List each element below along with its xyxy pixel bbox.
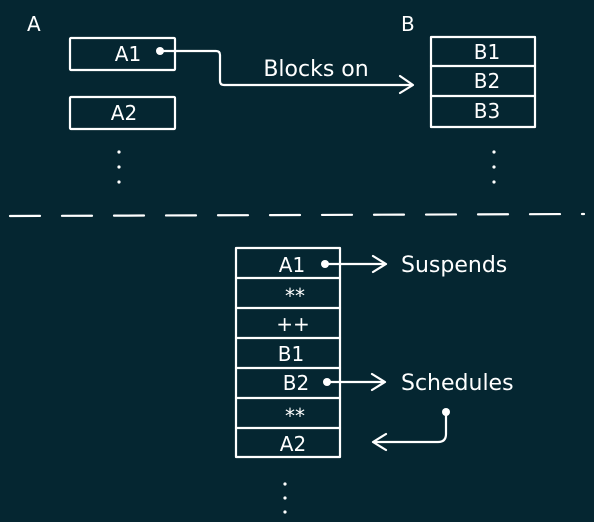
schedule-cell-1: A1 (279, 253, 305, 277)
return-arrow (371, 408, 450, 452)
schedule-cell-6: ** (285, 404, 305, 428)
b3-block-label: B3 (474, 99, 500, 123)
column-a-ellipsis (117, 150, 121, 184)
suspends-label: Suspends (401, 253, 507, 278)
schedule-cell-4: B1 (278, 342, 304, 366)
section-divider (8, 212, 586, 218)
a2-block-label: A2 (111, 101, 137, 125)
a1-block (68, 36, 177, 72)
blocks-on-label: Blocks on (263, 57, 368, 82)
blocks-on-arrow (156, 47, 415, 95)
suspends-arrow (321, 254, 388, 274)
schedules-label: Schedules (401, 371, 514, 396)
b2-block-label: B2 (474, 69, 500, 93)
column-a-label: A (27, 12, 41, 36)
schedule-cell-2: ** (285, 284, 305, 308)
b1-block-label: B1 (474, 40, 500, 64)
b-stack (429, 35, 537, 129)
a1-block-label: A1 (115, 42, 141, 66)
schedule-cell-7: A2 (280, 432, 306, 456)
schedule-table (234, 246, 342, 459)
schedules-arrow (323, 372, 387, 392)
column-b-label: B (401, 12, 415, 36)
a2-block (68, 95, 177, 131)
schedule-cell-5: B2 (283, 371, 309, 395)
schedule-cell-3: ++ (276, 312, 310, 336)
schedule-ellipsis (283, 482, 287, 514)
column-b-ellipsis (492, 150, 496, 184)
